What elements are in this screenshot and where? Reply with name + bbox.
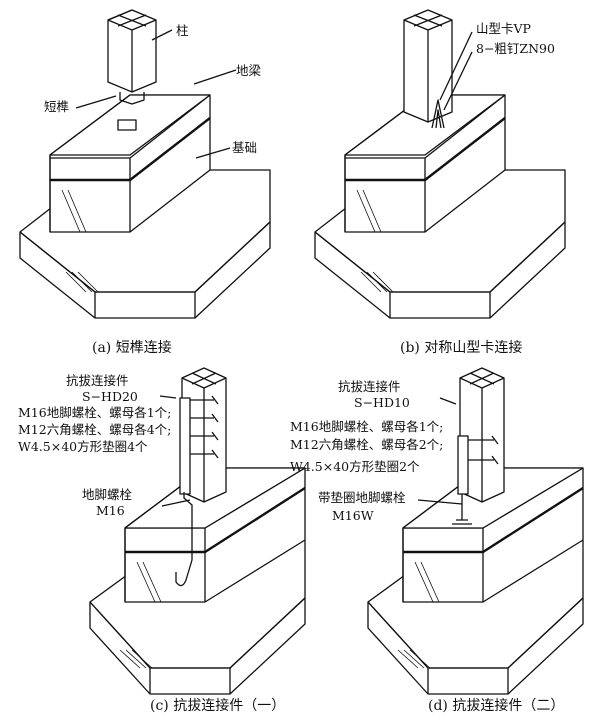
- caption-a: (a) 短榫连接: [92, 340, 172, 356]
- tenon-a: [117, 119, 137, 131]
- caption-b: (b) 对称山型卡连接: [400, 340, 523, 356]
- holdown-d: [457, 435, 469, 495]
- label-anchor-d: 带垫圈地脚螺栓: [318, 490, 406, 505]
- anchor-bolt-d: [452, 494, 472, 525]
- label-spec3-d: W4.5×40方形垫圈2个: [290, 459, 420, 474]
- ground-beam-c: [124, 467, 306, 529]
- label-mountain-clip: 山型卡VP: [476, 21, 531, 36]
- label-connector-model-c: S−HD20: [82, 389, 138, 404]
- caption-c: (c) 抗拔连接件（一）: [150, 698, 286, 714]
- label-connector-model-d: S−HD10: [354, 395, 410, 410]
- caption-d: (d) 抗拔连接件（二）: [428, 698, 565, 714]
- label-anchor-model-d: M16W: [332, 508, 374, 523]
- label-spec1-c: M16地脚螺栓、螺母各1个;: [18, 405, 172, 420]
- panel-a-drawing: [19, 9, 271, 319]
- ground-beam-b: [344, 94, 506, 156]
- label-column: 柱: [176, 23, 189, 38]
- label-anchor-model-c: M16: [96, 503, 125, 518]
- label-spec2-c: M12六角螺栓、螺母各4个;: [18, 422, 172, 437]
- mountain-clip-b: [431, 99, 445, 129]
- label-connector-d: 抗拔连接件: [338, 379, 401, 394]
- label-tenon: 短榫: [44, 99, 70, 114]
- label-nails: 8−粗钉ZN90: [476, 41, 555, 56]
- panel-c-drawing: [89, 367, 306, 695]
- label-spec3-c: W4.5×40方形垫圈4个: [18, 439, 148, 454]
- label-anchor-c: 地脚螺栓: [82, 487, 133, 502]
- ground-beam-d: [402, 467, 584, 529]
- label-ground-beam: 地梁: [236, 63, 262, 78]
- label-spec1-d: M16地脚螺栓、螺母各1个;: [290, 419, 444, 434]
- label-foundation: 基础: [232, 140, 258, 155]
- label-connector-c: 抗拔连接件: [66, 373, 129, 388]
- holdown-c: [179, 397, 191, 495]
- label-spec2-d: M12六角螺栓、螺母各2个;: [290, 437, 444, 452]
- panel-d-drawing: [367, 367, 584, 695]
- anchor-bolt-c: [175, 492, 193, 587]
- panel-b-drawing: [314, 9, 566, 319]
